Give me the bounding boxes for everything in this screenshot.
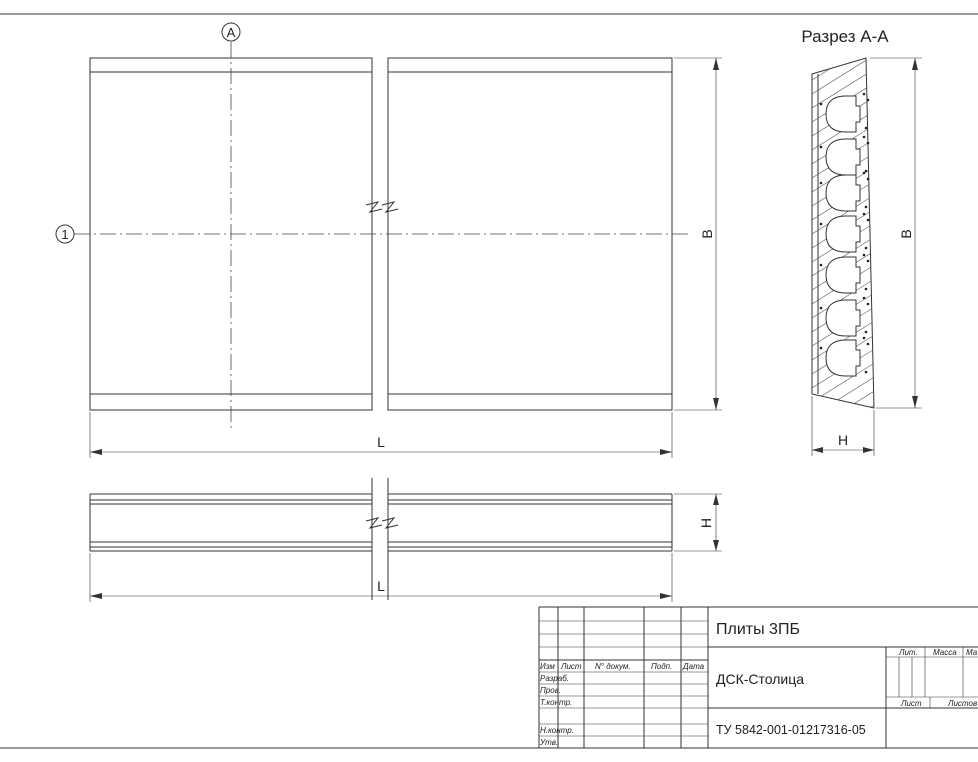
break-mark (381, 517, 399, 529)
rebar-dot (864, 126, 868, 130)
hollow-core (825, 339, 861, 377)
rebar-dot (866, 98, 870, 102)
spec-code: ТУ 5842-001-01217316-05 (716, 723, 866, 737)
rebar-dot (864, 205, 868, 209)
hatch-line (812, 193, 874, 235)
rebar-dot (866, 342, 870, 346)
col-dokum: N° докум. (595, 662, 631, 671)
scale-label: Ма (966, 648, 978, 657)
dim-h-section-label: Н (838, 432, 848, 448)
dim-h-side-label: Н (698, 518, 714, 528)
dim-b-section-label: В (898, 229, 914, 238)
rebar-dot (864, 287, 868, 291)
hollow-core (825, 299, 861, 337)
role-tkontr: Т.контр. (540, 698, 572, 707)
section-cores (819, 92, 870, 377)
sheet-label: Лист (900, 699, 922, 708)
hollow-core (825, 256, 861, 294)
dim-l-plan-label: L (377, 434, 385, 450)
rebar-dot (862, 336, 866, 340)
axis-a-label: А (227, 25, 236, 40)
role-utv: Утв. (539, 738, 558, 747)
rebar-dot (866, 259, 870, 263)
rebar-dot (862, 92, 866, 96)
sheets-label: Листов (947, 699, 977, 708)
hatch-line (812, 67, 874, 109)
rebar-dot (866, 177, 870, 181)
section-view: Разрез А-А В Н (801, 27, 922, 456)
mass-label: Масса (933, 648, 957, 657)
rebar-dot (864, 330, 868, 334)
hollow-core (825, 138, 861, 176)
rebar-dot (862, 253, 866, 257)
axis-a-marker (221, 22, 241, 42)
col-podp: Подп. (651, 662, 672, 671)
rebar-dot (862, 296, 866, 300)
rebar-dot (819, 306, 823, 310)
hatch-line (812, 277, 874, 319)
rebar-dot (864, 246, 868, 250)
break-mark (365, 201, 383, 213)
role-razrab: Разраб. (540, 674, 569, 683)
rebar-dot (864, 370, 868, 374)
hatch-line (812, 58, 874, 95)
hatch-line (812, 235, 874, 277)
rebar-dot (819, 222, 823, 226)
rebar-dot (862, 135, 866, 139)
title-block: Изм Лист N° докум. Подп. Дата Разраб. Пр… (538, 606, 978, 749)
hollow-core (825, 95, 861, 133)
col-izm: Изм (540, 662, 555, 671)
rebar-dot (862, 171, 866, 175)
hollow-core (825, 174, 861, 212)
role-nkontr: Н.контр. (540, 726, 574, 735)
rebar-dot (819, 145, 823, 149)
section-outline (811, 57, 875, 409)
hatch-line (812, 389, 874, 408)
dim-l-side-label: L (377, 578, 385, 594)
axis-1-marker (55, 224, 75, 244)
rebar-dot (866, 218, 870, 222)
rebar-dot (864, 169, 868, 173)
hollow-core (825, 215, 861, 253)
side-view: Н L (89, 478, 722, 602)
rebar-dot (819, 263, 823, 267)
break-mark (381, 201, 399, 213)
rebar-dot (819, 181, 823, 185)
rebar-dot (862, 212, 866, 216)
section-title: Разрез А-А (801, 27, 889, 46)
rebar-dot (819, 102, 823, 106)
rebar-dot (819, 346, 823, 350)
company-name: ДСК-Столица (716, 671, 804, 687)
plan-view: А 1 В L (55, 22, 722, 458)
rebar-dot (866, 141, 870, 145)
axis-1-label: 1 (61, 227, 68, 242)
role-prov: Пров. (540, 686, 561, 695)
rebar-dot (866, 302, 870, 306)
lit-label: Лит. (898, 648, 918, 657)
col-data: Дата (682, 662, 705, 671)
dim-b-label: В (699, 229, 715, 238)
col-list: Лист (560, 662, 582, 671)
break-mark (365, 517, 383, 529)
hatch-line (812, 375, 874, 408)
product-name: Плиты 3ПБ (716, 621, 800, 638)
hatch-line (812, 361, 874, 403)
